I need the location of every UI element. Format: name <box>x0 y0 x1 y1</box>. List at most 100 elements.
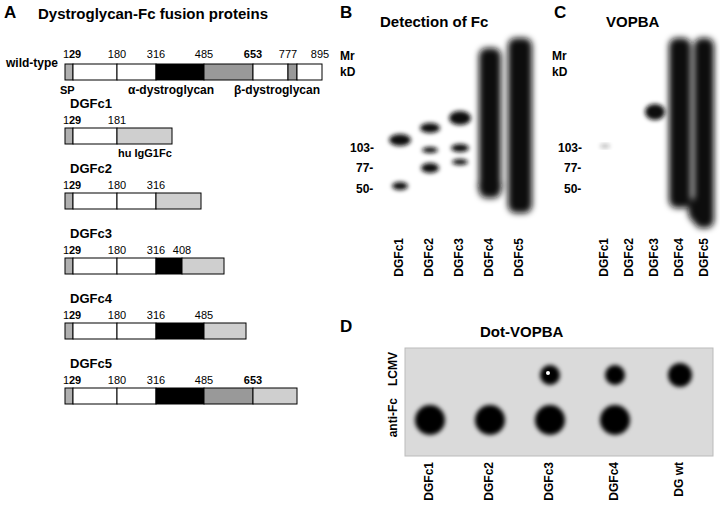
fc-blot <box>389 38 532 213</box>
dgfc4-bar <box>65 323 246 339</box>
residue-number: 895 <box>311 48 329 60</box>
text-label: Dystroglycan-Fc fusion proteins <box>38 6 268 23</box>
text-label: Mr <box>552 50 567 63</box>
text-label: DGFc1 <box>70 97 112 111</box>
residue-number: 1 <box>63 114 69 126</box>
text-label: SP <box>60 84 75 96</box>
dgfc5-bar <box>65 388 297 404</box>
residue-number: 180 <box>108 309 126 321</box>
figure-ellipse <box>451 144 469 152</box>
residue-number: 181 <box>108 114 126 126</box>
residue-number: 29 <box>69 114 81 126</box>
panel-letter: B <box>340 4 352 23</box>
figure-circle <box>540 365 560 385</box>
figure-rect <box>117 193 156 209</box>
figure-ellipse <box>421 163 439 173</box>
dot-blot <box>405 348 713 456</box>
lane-label: DGFc5 <box>698 238 711 277</box>
lane-label: DGFc4 <box>673 238 686 277</box>
figure-rect <box>669 38 691 208</box>
figure-rect <box>117 128 172 144</box>
text-label: Detection of Fc <box>380 14 488 31</box>
text-label: VOPBA <box>606 14 659 31</box>
figure-circle <box>668 363 692 387</box>
wild-type-bar <box>65 64 322 80</box>
text-label: β-dystroglycan <box>234 84 320 97</box>
figure-circle <box>535 405 565 435</box>
figure-rect <box>117 258 156 274</box>
figure-ellipse <box>600 144 610 148</box>
figure-rect <box>204 388 253 404</box>
residue-number: 180 <box>108 244 126 256</box>
panel-letter: D <box>340 318 352 337</box>
figure-ellipse <box>422 147 438 153</box>
figure-rect <box>156 388 204 404</box>
figure-ellipse <box>449 111 471 125</box>
text-label: DGFc4 <box>70 292 112 306</box>
residue-number: 653 <box>244 374 262 386</box>
residue-number: 29 <box>69 309 81 321</box>
marker-size: 50- <box>564 183 581 196</box>
text-label: DGFc3 <box>70 227 112 241</box>
dgfc2-bar <box>65 193 201 209</box>
figure-ellipse <box>478 178 502 194</box>
panel-letter: A <box>4 4 16 23</box>
figure-circle <box>546 371 550 375</box>
lane-label: DGFc4 <box>608 462 621 501</box>
marker-size: 77- <box>564 162 581 175</box>
residue-number: 316 <box>147 374 165 386</box>
marker-size: 77- <box>356 162 373 175</box>
figure-rect <box>65 64 73 80</box>
figure-rect <box>117 323 156 339</box>
residue-number: 485 <box>195 309 213 321</box>
figure-rect <box>479 48 501 198</box>
lane-label: DGFc3 <box>453 238 466 277</box>
residue-number: 29 <box>69 244 81 256</box>
text-label: DGFc5 <box>70 357 112 371</box>
figure-circle <box>475 405 505 435</box>
lane-label: DGFc1 <box>423 462 436 501</box>
residue-number: 777 <box>279 48 297 60</box>
figure-circle <box>415 405 445 435</box>
residue-number: 180 <box>108 179 126 191</box>
figure-rect <box>117 388 156 404</box>
vopba-blot <box>600 38 714 228</box>
figure-rect <box>204 64 253 80</box>
dgfc3-bar <box>65 258 224 274</box>
figure-rect <box>204 323 246 339</box>
figure-g <box>669 38 714 228</box>
figure-rect <box>297 64 322 80</box>
residue-number: 316 <box>147 179 165 191</box>
figure-rect <box>65 128 73 144</box>
lane-label: DGFc2 <box>623 238 636 277</box>
marker-size: 103- <box>558 142 582 155</box>
residue-number: 653 <box>244 48 262 60</box>
figure-rect <box>73 64 117 80</box>
text-label: DGFc2 <box>70 162 112 176</box>
residue-number: 408 <box>173 244 191 256</box>
figure-rect <box>65 258 73 274</box>
residue-number: 180 <box>108 48 126 60</box>
residue-number: 29 <box>69 48 81 60</box>
figure-ellipse <box>389 134 411 146</box>
figure-rect <box>117 64 156 80</box>
lane-label: DGFc2 <box>483 462 496 501</box>
text-label: kD <box>552 66 567 79</box>
figure-ellipse <box>392 182 408 190</box>
text-label: wild-type <box>6 57 58 70</box>
text-label: kD <box>340 66 355 79</box>
lane-label: anti-Fc <box>387 398 400 437</box>
lane-label: DGFc3 <box>543 462 556 501</box>
figure-ellipse <box>508 191 532 209</box>
residue-number: 1 <box>63 374 69 386</box>
figure-rect <box>156 258 182 274</box>
marker-size: 50- <box>356 183 373 196</box>
residue-number: 1 <box>63 48 69 60</box>
figure-rect <box>73 388 117 404</box>
figure-rect <box>156 323 204 339</box>
text-label: Mr <box>340 50 355 63</box>
residue-number: 1 <box>63 309 69 321</box>
figure-rect <box>253 388 297 404</box>
figure-rect <box>65 323 73 339</box>
